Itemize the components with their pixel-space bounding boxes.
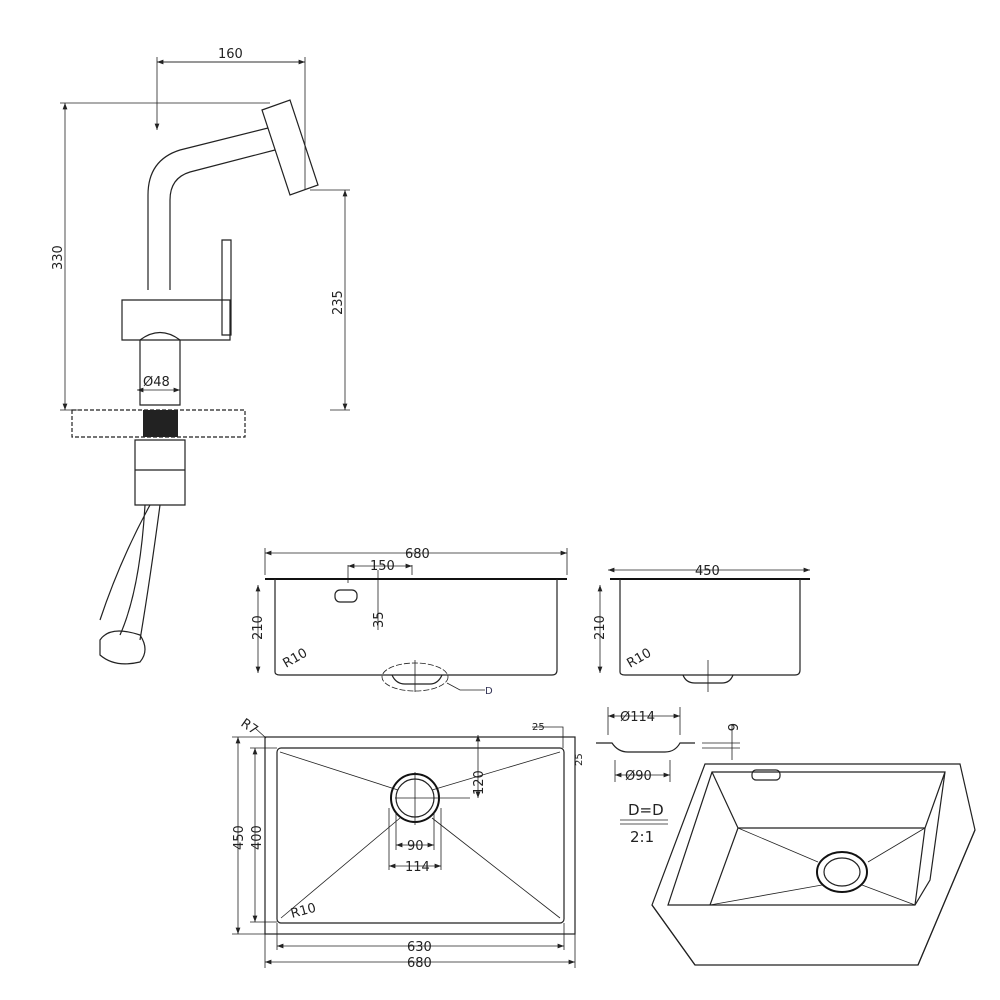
sink-front-view: 680 150 35 210 R10 D — [251, 547, 568, 697]
front-length-label: 680 — [405, 547, 430, 562]
hole-spacing-label: 150 — [370, 559, 395, 574]
detail-inner-diameter-label: Ø90 — [625, 769, 652, 784]
inner-width-label: 400 — [250, 825, 265, 850]
detail-d-label: D — [485, 686, 493, 697]
detail-thickness-label: 6 — [724, 723, 739, 731]
front-radius-label: R10 — [281, 646, 311, 672]
sink-top-view: R7 90 114 120 25 25 450 400 R10 630 680 — [232, 716, 585, 971]
inner-radius-label: R10 — [289, 901, 318, 922]
side-radius-label: R10 — [625, 646, 655, 672]
detail-scale: 2:1 — [630, 828, 654, 846]
side-width-label: 450 — [695, 564, 720, 579]
drain-outer-label: 114 — [405, 860, 430, 875]
faucet-width-label: 160 — [218, 47, 243, 62]
outer-length-label: 680 — [407, 956, 432, 971]
spout-height-label: 235 — [331, 290, 346, 315]
inner-length-label: 630 — [407, 940, 432, 955]
sink-side-view: 450 210 R10 — [593, 564, 810, 692]
side-depth-label: 210 — [593, 615, 608, 640]
hole-offset-label: 35 — [372, 611, 387, 628]
detail-outer-diameter-label: Ø114 — [620, 710, 655, 725]
faucet-height-label: 330 — [51, 245, 66, 270]
drain-offset-label: 120 — [472, 770, 487, 795]
faucet-elevation: 160 330 235 Ø48 — [51, 47, 350, 665]
outer-width-label: 450 — [232, 825, 247, 850]
flange-y-label: 25 — [574, 753, 585, 766]
drain-detail: Ø114 6 Ø90 D=D 2:1 — [596, 707, 740, 846]
corner-radius-label: R7 — [238, 716, 261, 738]
detail-title: D=D — [628, 801, 664, 819]
base-diameter-label: Ø48 — [143, 375, 170, 390]
sink-isometric-view — [651, 763, 976, 966]
flange-x-label: 25 — [532, 722, 545, 733]
drain-inner-label: 90 — [407, 839, 424, 854]
front-depth-label: 210 — [251, 615, 266, 640]
